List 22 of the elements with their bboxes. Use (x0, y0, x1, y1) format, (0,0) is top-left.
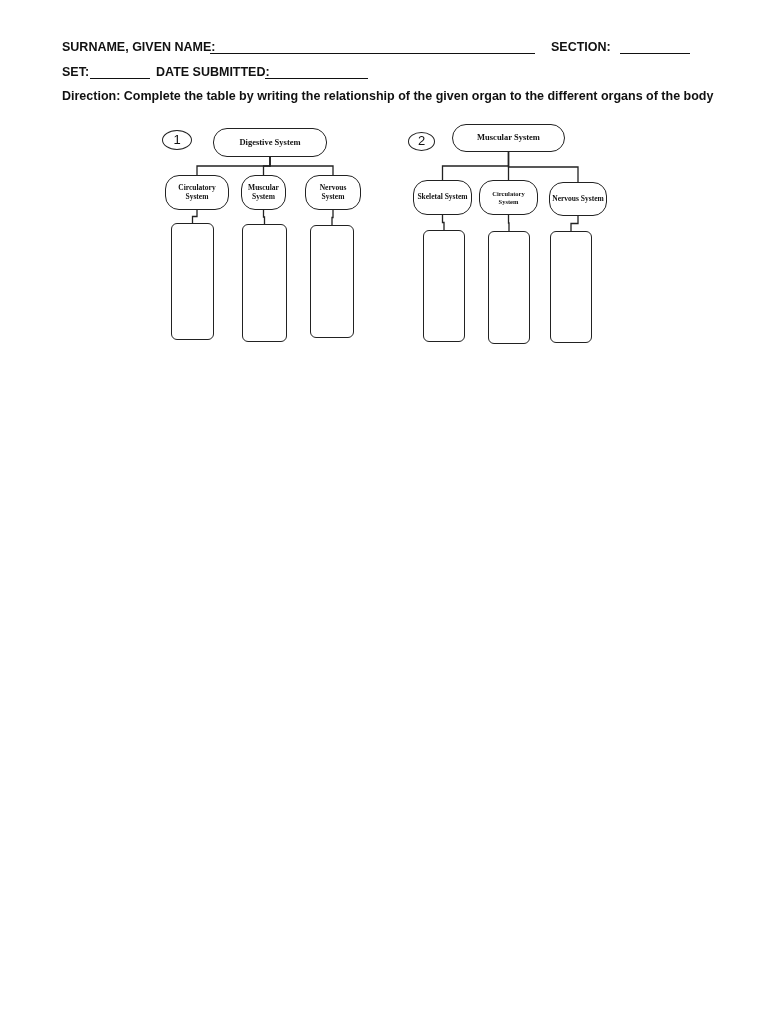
connector-line (331, 209, 334, 226)
field-label: SURNAME, GIVEN NAME: (62, 40, 216, 55)
connector-line (507, 214, 510, 232)
connector-line (507, 151, 579, 183)
answer-box (423, 230, 465, 342)
answer-box (310, 225, 354, 338)
answer-box (488, 231, 530, 344)
connector-line (441, 214, 445, 231)
answer-box (171, 223, 214, 340)
system-box: Muscular System (452, 124, 565, 152)
number-circle: 1 (162, 130, 192, 150)
field-label: DATE SUBMITTED: (156, 65, 270, 80)
system-box: Digestive System (213, 128, 327, 157)
connector-line (269, 156, 334, 176)
connector-line (570, 215, 579, 232)
answer-box (242, 224, 287, 342)
connector-line (191, 209, 198, 224)
field-label: SECTION: (551, 40, 611, 55)
number-circle: 2 (408, 132, 435, 151)
field-label: SET: (62, 65, 90, 80)
instruction-text: Direction: Complete the table by writing the relationship of the given organ to the different organs of the body (62, 89, 714, 104)
answer-box (550, 231, 592, 343)
